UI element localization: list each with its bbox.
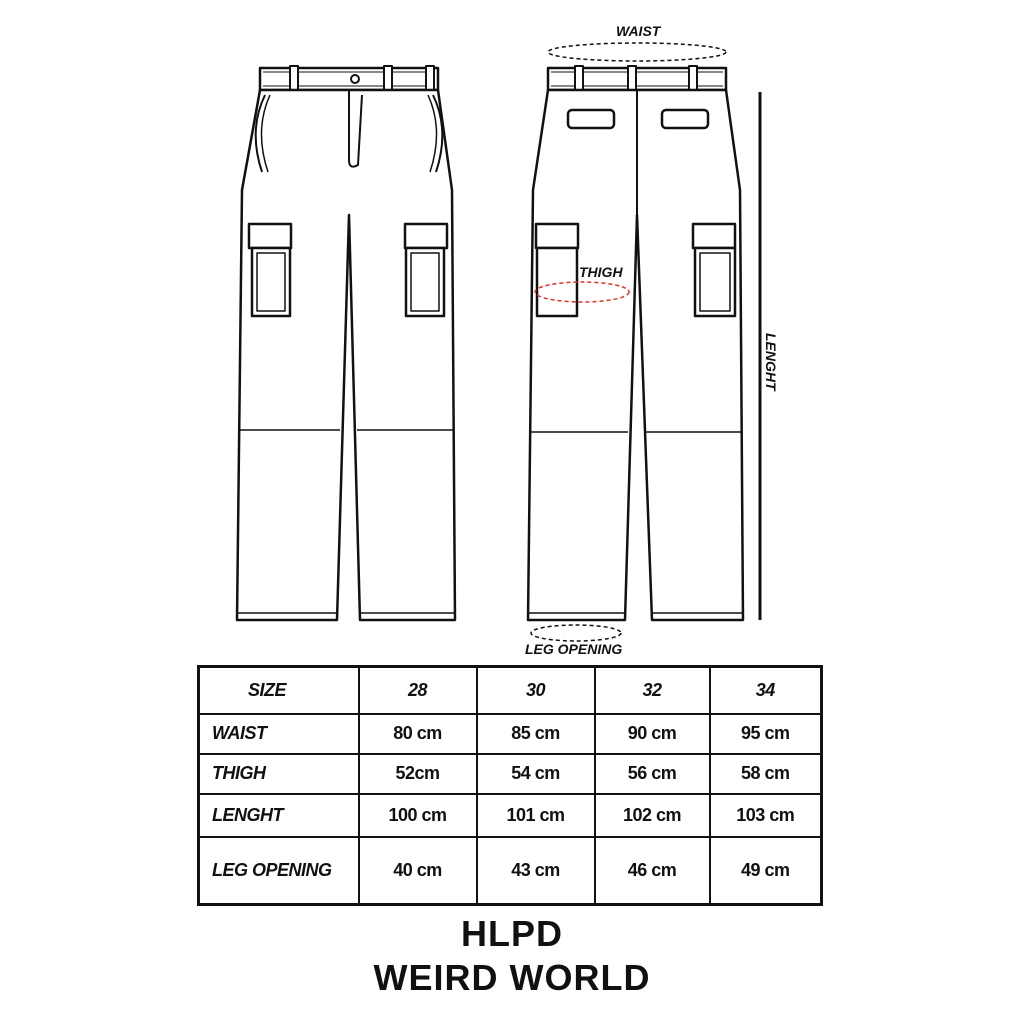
leg-opening-label: LEG OPENING bbox=[525, 641, 622, 657]
size-chart-table: SIZE 28 30 32 34 WAIST 80 cm 85 cm 90 cm… bbox=[197, 665, 823, 906]
back-belt-loop bbox=[688, 65, 698, 93]
front-pants-outline bbox=[235, 88, 457, 622]
table-cell: 102 cm bbox=[593, 792, 711, 838]
thigh-label: THIGH bbox=[579, 264, 623, 280]
thigh-measure-marker bbox=[534, 281, 630, 303]
pants-diagram: WAIST THIGH LENGHT LEG OPENING bbox=[235, 23, 779, 657]
length-label: LENGHT bbox=[763, 333, 779, 392]
back-view bbox=[526, 65, 745, 622]
size-column-header: 34 bbox=[708, 665, 823, 715]
front-button bbox=[350, 74, 360, 84]
size-column-header: 28 bbox=[357, 665, 478, 715]
front-fly bbox=[348, 90, 363, 168]
table-cell: 100 cm bbox=[357, 792, 478, 838]
back-right-cargo-pocket bbox=[693, 246, 737, 318]
table-cell: 95 cm bbox=[708, 712, 823, 755]
table-cell: 58 cm bbox=[708, 752, 823, 795]
front-right-cargo-flap bbox=[403, 222, 449, 250]
size-column-header: 32 bbox=[593, 665, 711, 715]
table-cell: 54 cm bbox=[475, 752, 596, 795]
front-belt-loop bbox=[425, 65, 435, 93]
size-header-row: SIZE 28 30 32 34 bbox=[197, 665, 823, 715]
brand-name: HLPD bbox=[461, 913, 563, 954]
front-left-cargo-pocket bbox=[250, 246, 292, 318]
table-cell: 43 cm bbox=[475, 835, 596, 906]
waist-label: WAIST bbox=[616, 23, 662, 39]
back-right-cargo-flap bbox=[691, 222, 737, 250]
front-belt-loop bbox=[383, 65, 393, 93]
table-cell: 46 cm bbox=[593, 835, 711, 906]
back-left-cargo-pocket bbox=[535, 246, 579, 318]
front-right-pocket bbox=[432, 94, 444, 173]
table-cell: 40 cm bbox=[357, 835, 478, 906]
table-row: LEG OPENING 40 cm 43 cm 46 cm 49 cm bbox=[197, 835, 823, 906]
leg-opening-measure-marker bbox=[530, 624, 622, 642]
brand-tagline: WEIRD WORLD bbox=[373, 957, 651, 998]
back-left-welt-pocket bbox=[566, 108, 616, 130]
table-row: THIGH 52cm 54 cm 56 cm 58 cm bbox=[197, 752, 823, 795]
size-header-label: SIZE bbox=[197, 665, 360, 715]
table-cell: 56 cm bbox=[593, 752, 711, 795]
front-belt-loop bbox=[289, 65, 299, 93]
table-cell: 90 cm bbox=[593, 712, 711, 755]
size-column-header: 30 bbox=[475, 665, 596, 715]
back-left-cargo-flap bbox=[534, 222, 580, 250]
table-cell: 103 cm bbox=[708, 792, 823, 838]
table-row: WAIST 80 cm 85 cm 90 cm 95 cm bbox=[197, 712, 823, 755]
table-cell: 49 cm bbox=[708, 835, 823, 906]
row-label: LENGHT bbox=[197, 792, 360, 838]
row-label: THIGH bbox=[197, 752, 360, 795]
front-left-pocket bbox=[254, 94, 266, 173]
back-belt-loop bbox=[574, 65, 584, 93]
front-waistband bbox=[258, 66, 440, 92]
front-view bbox=[235, 65, 457, 622]
row-label: WAIST bbox=[197, 712, 360, 755]
row-label: LEG OPENING bbox=[197, 835, 360, 906]
back-right-welt-pocket bbox=[660, 108, 710, 130]
table-cell: 85 cm bbox=[475, 712, 596, 755]
front-right-cargo-pocket bbox=[404, 246, 446, 318]
table-cell: 52cm bbox=[357, 752, 478, 795]
front-left-cargo-flap bbox=[247, 222, 293, 250]
back-pants-outline bbox=[526, 88, 745, 622]
table-cell: 80 cm bbox=[357, 712, 478, 755]
waist-measure-marker bbox=[547, 42, 727, 62]
back-belt-loop bbox=[627, 65, 637, 93]
table-cell: 101 cm bbox=[475, 792, 596, 838]
table-row: LENGHT 100 cm 101 cm 102 cm 103 cm bbox=[197, 792, 823, 838]
